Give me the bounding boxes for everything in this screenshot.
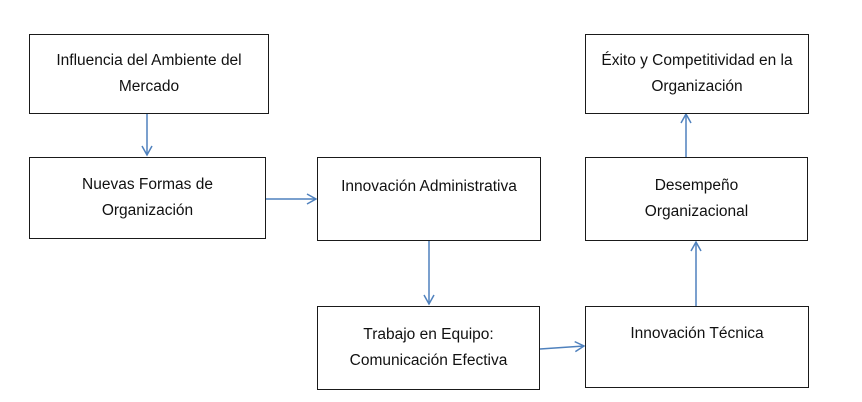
- node-nuevas-formas-label: Nuevas Formas de Organización: [82, 176, 213, 219]
- node-desempeno: Desempeño Organizacional: [585, 157, 808, 241]
- node-desempeno-label: Desempeño Organizacional: [644, 177, 749, 220]
- node-trabajo-equipo: Trabajo en Equipo: Comunicación Efectiva: [317, 306, 540, 390]
- node-exito-label: Éxito y Competitividad en la Organizació…: [601, 52, 793, 95]
- node-nuevas-formas: Nuevas Formas de Organización: [29, 157, 266, 239]
- node-innovacion-administrativa: Innovación Administrativa: [317, 157, 541, 241]
- node-exito: Éxito y Competitividad en la Organizació…: [585, 34, 809, 114]
- node-trabajo-equipo-label: Trabajo en Equipo: Comunicación Efectiva: [349, 326, 508, 369]
- node-innovacion-tecnica: Innovación Técnica: [585, 306, 809, 388]
- node-influencia: Influencia del Ambiente del Mercado: [29, 34, 269, 114]
- arrow-trabajo-equipo-to-innovacion-tecnica: [539, 340, 586, 353]
- node-innovacion-administrativa-label: Innovación Administrativa: [341, 178, 517, 195]
- node-innovacion-tecnica-label: Innovación Técnica: [630, 325, 764, 342]
- node-influencia-label: Influencia del Ambiente del Mercado: [56, 52, 242, 95]
